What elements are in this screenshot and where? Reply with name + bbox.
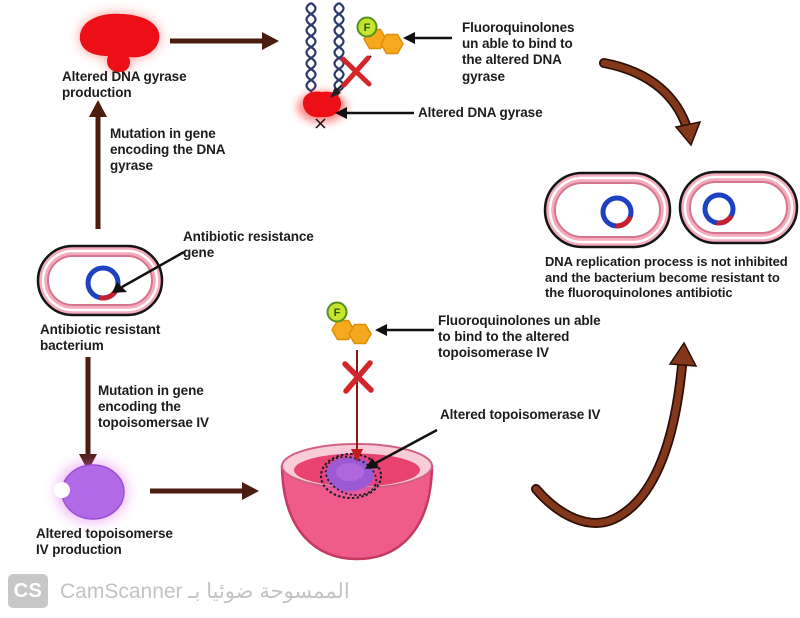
arrow-top-right-icon	[170, 32, 279, 50]
fluoroquinolone-top-icon: F	[356, 16, 404, 55]
dna-coil-ring-icon	[320, 453, 382, 499]
f-badge-label: F	[364, 22, 371, 34]
fluoroquinolone-mid-icon: F	[326, 301, 372, 345]
small-x-mark-icon	[315, 118, 326, 129]
camscanner-watermark: CS الممسوحة ضوئيا بـ CamScanner	[8, 574, 350, 608]
arrow-down-left-icon	[79, 357, 97, 471]
pointer-fluoro-mid-icon	[375, 324, 434, 336]
arrow-up-left-icon	[89, 100, 107, 229]
label-altered-topo-production: Altered topoisomerse IV production	[36, 526, 173, 558]
cross-top-icon	[340, 55, 372, 88]
altered-gyrase-on-dna-icon	[303, 91, 342, 118]
arrow-mid-right-icon	[150, 482, 259, 500]
cross-mid-icon	[342, 360, 374, 394]
cell-bowl-icon	[280, 443, 434, 561]
pointer-altered-gyrase-icon	[335, 107, 414, 119]
altered-topo-blob-icon	[61, 464, 125, 520]
f-badge-label: F	[334, 307, 341, 319]
curved-arrow-top-right-icon	[599, 58, 702, 147]
altered-gyrase-blob-icon	[79, 13, 160, 72]
bacterium-right-1-icon	[543, 171, 672, 249]
pointer-resistance-gene-icon	[112, 250, 185, 293]
label-fluoro-unable-gyrase: Fluoroquinolones un able to bind to the …	[462, 20, 575, 84]
label-antibiotic-resistant-bacterium: Antibiotic resistant bacterium	[40, 322, 161, 354]
blob-notch	[54, 482, 70, 498]
label-mutation-gene-topo: Mutation in gene encoding the topoisomer…	[98, 383, 209, 431]
curved-arrow-bottom-right-icon	[531, 341, 698, 528]
watermark-text: الممسوحة ضوئيا بـ CamScanner	[60, 579, 350, 603]
label-altered-dna-gyrase: Altered DNA gyrase	[418, 105, 543, 120]
label-altered-topoisomerase-iv: Altered topoisomerase IV	[440, 407, 601, 422]
label-altered-gyrase-production: Altered DNA gyrase production	[62, 69, 187, 101]
label-antibiotic-resistance-gene: Antibiotic resistance gene	[183, 229, 314, 261]
label-dna-replication-note: DNA replication process is not inhibited…	[545, 254, 788, 301]
bacterium-right-2-icon	[678, 170, 799, 245]
bacterium-left-icon	[36, 244, 164, 317]
blocked-path-icon	[351, 350, 363, 462]
label-mutation-gene-gyrase: Mutation in gene encoding the DNA gyrase	[110, 126, 226, 174]
camscanner-logo-icon: CS	[8, 574, 48, 608]
label-fluoro-unable-topo: Fluoroquinolones un able to bind to the …	[438, 313, 601, 361]
pointer-fluoro-top-icon	[403, 32, 452, 44]
pointer-altered-topo-icon	[365, 428, 438, 469]
